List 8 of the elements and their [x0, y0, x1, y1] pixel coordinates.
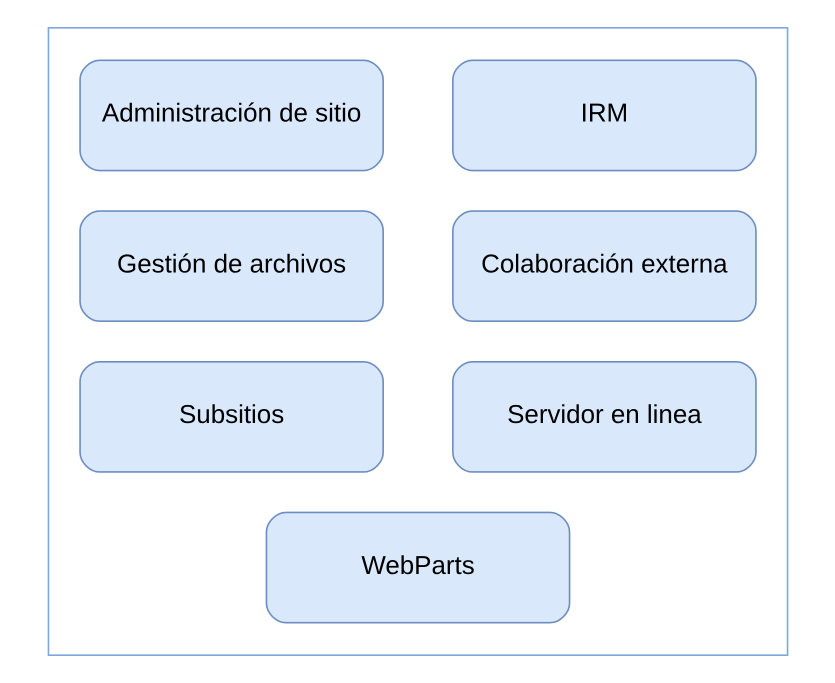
node-box: Subsitios	[78, 360, 384, 473]
node-box: Servidor en linea	[452, 360, 756, 473]
node-box: WebParts	[265, 512, 570, 624]
node-box: Administración de sitio	[78, 59, 384, 172]
cluster	[47, 27, 788, 656]
node-box: Gestión de archivos	[78, 210, 384, 322]
node-box: Colaboración externa	[452, 210, 756, 322]
node-box: IRM	[452, 59, 756, 172]
